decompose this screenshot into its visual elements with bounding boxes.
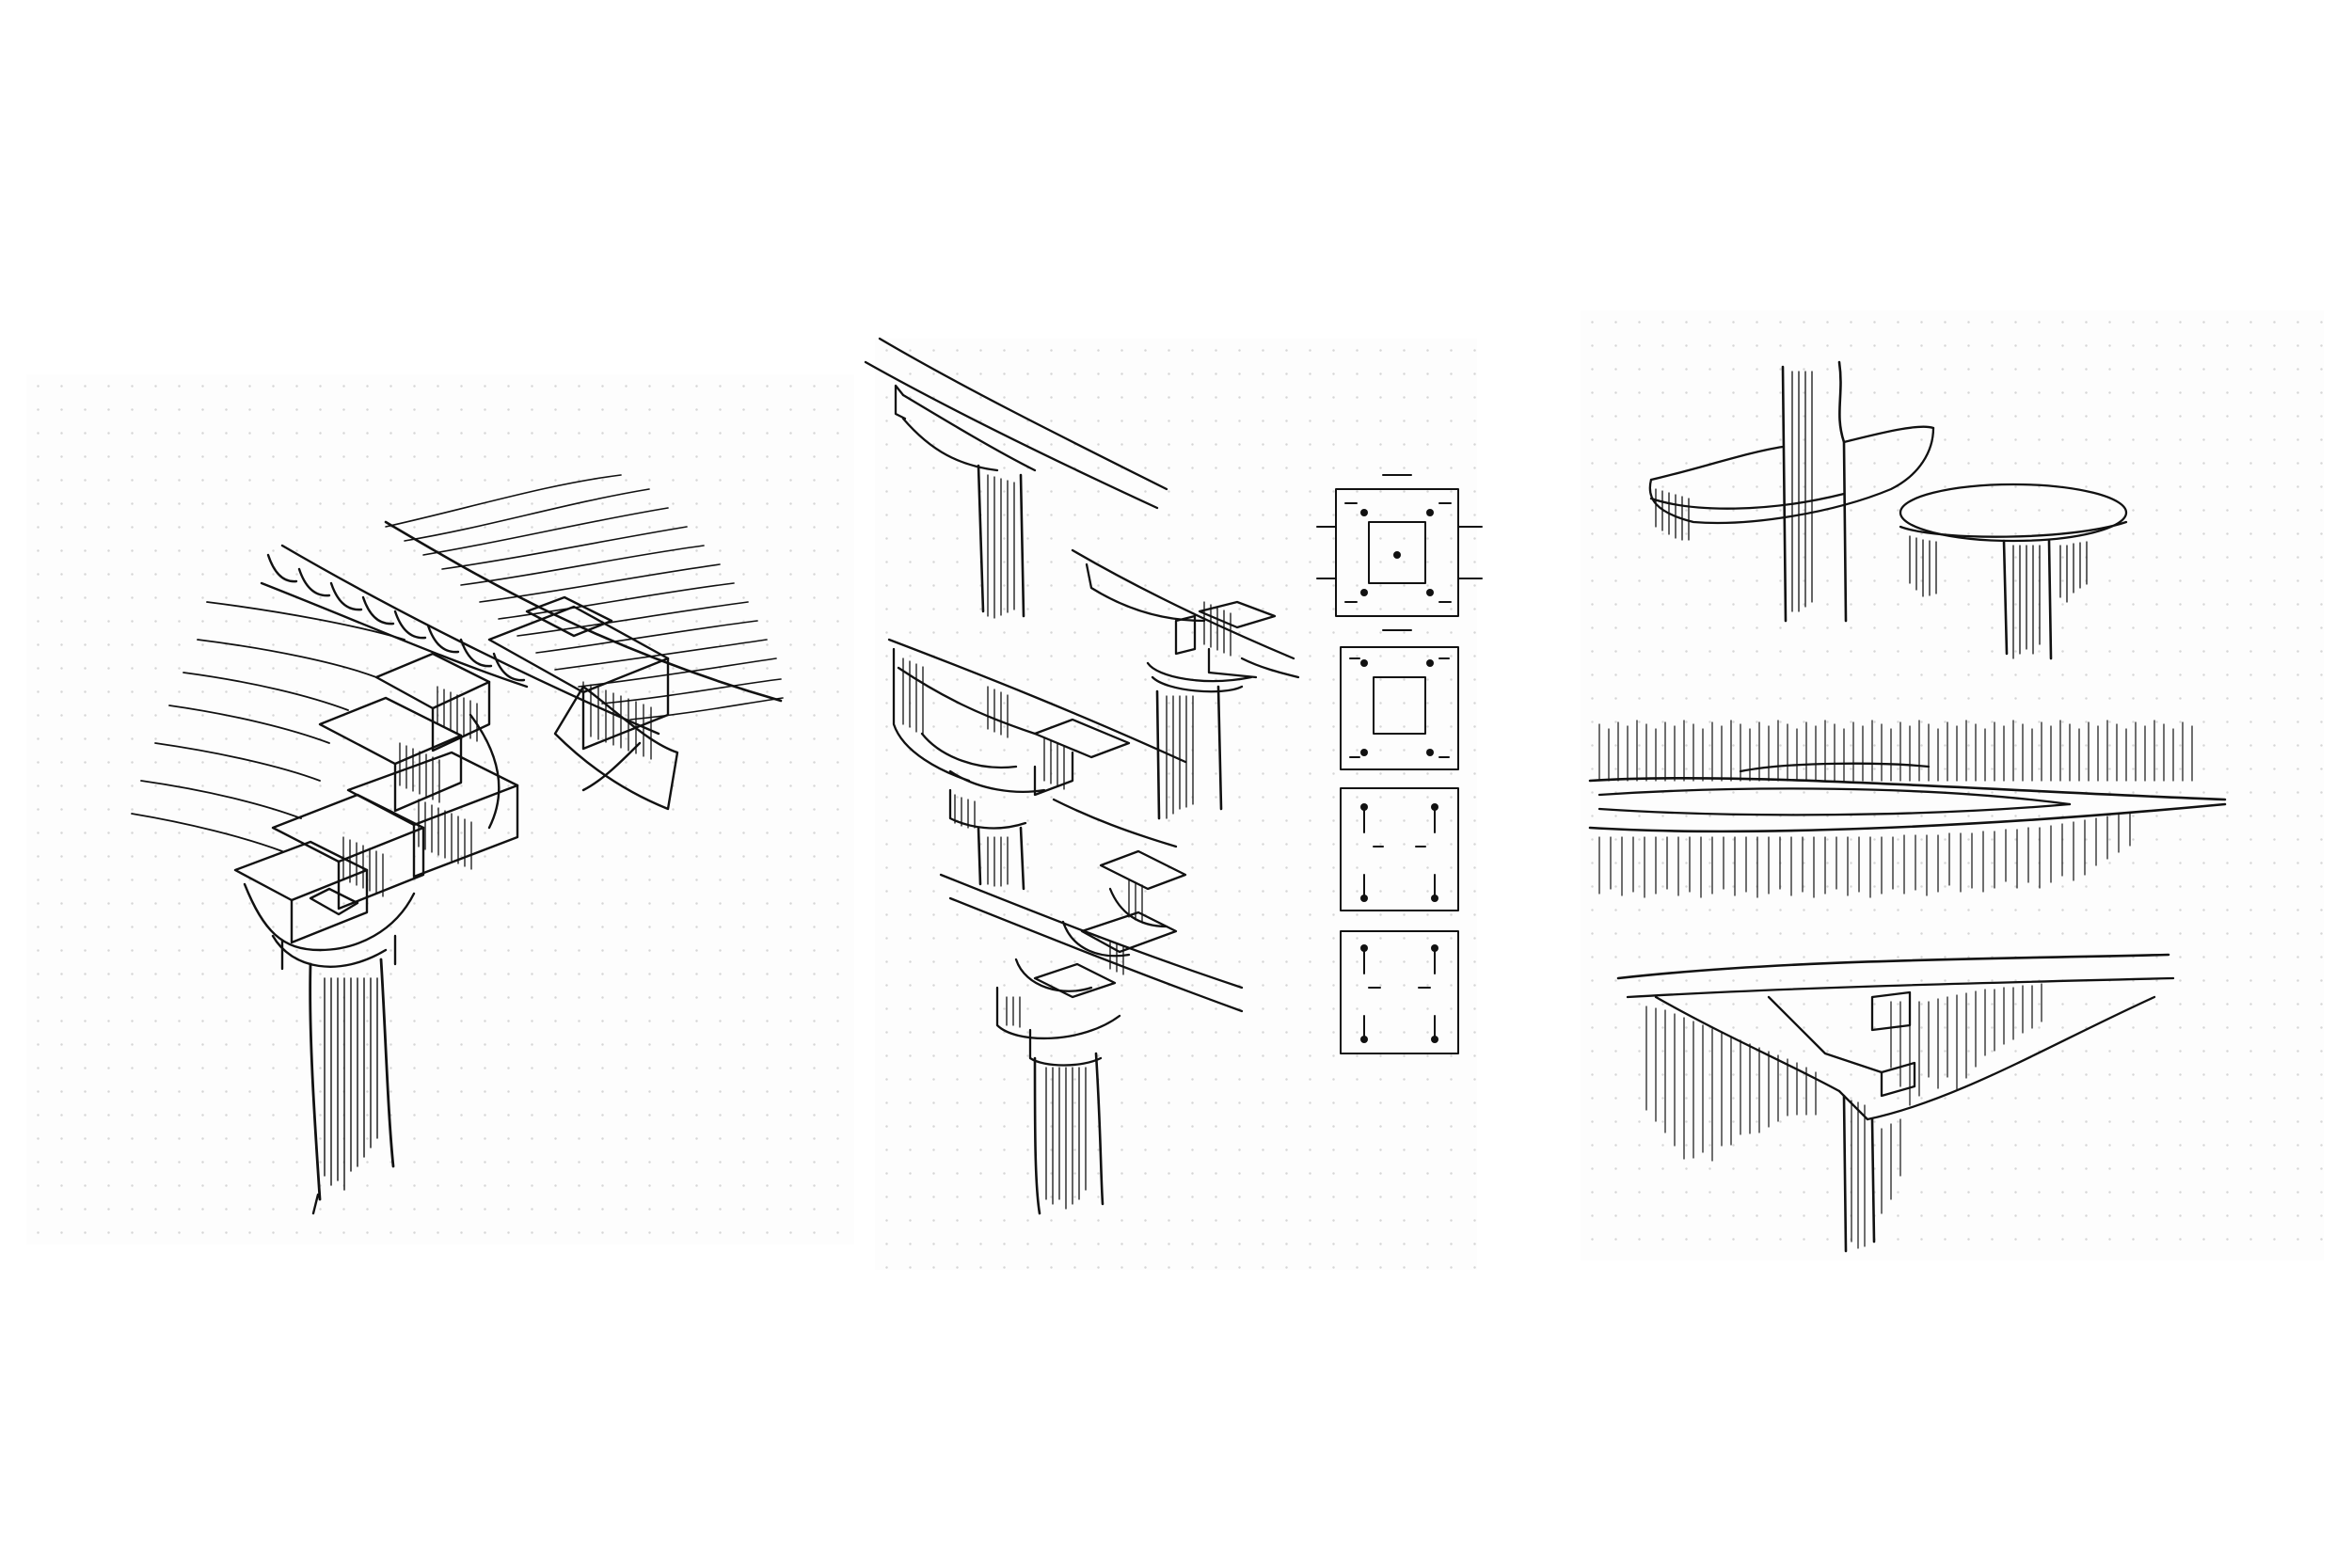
column bbox=[310, 959, 393, 1213]
capital-and-beam-studies bbox=[1590, 362, 2225, 1251]
dot-grid-sheet-right bbox=[1581, 310, 2324, 1260]
bracket-column-studies-and-plan-squares bbox=[866, 339, 1482, 1213]
dot-grid-sheet-middle bbox=[875, 339, 1477, 1270]
bracket-hatching bbox=[343, 682, 651, 896]
dot-grid-sheet-left bbox=[26, 374, 854, 1244]
rafter-ends bbox=[262, 555, 527, 687]
column-hatching bbox=[325, 978, 377, 1190]
plan-squares bbox=[1317, 475, 1482, 1053]
capital bbox=[245, 884, 414, 969]
roof-hatching bbox=[386, 475, 783, 720]
plan-square-dots bbox=[1360, 509, 1438, 1043]
purlin-lines bbox=[132, 602, 405, 851]
bracket-cluster-column-perspective bbox=[132, 475, 783, 1213]
bracket-blocks bbox=[235, 597, 677, 942]
